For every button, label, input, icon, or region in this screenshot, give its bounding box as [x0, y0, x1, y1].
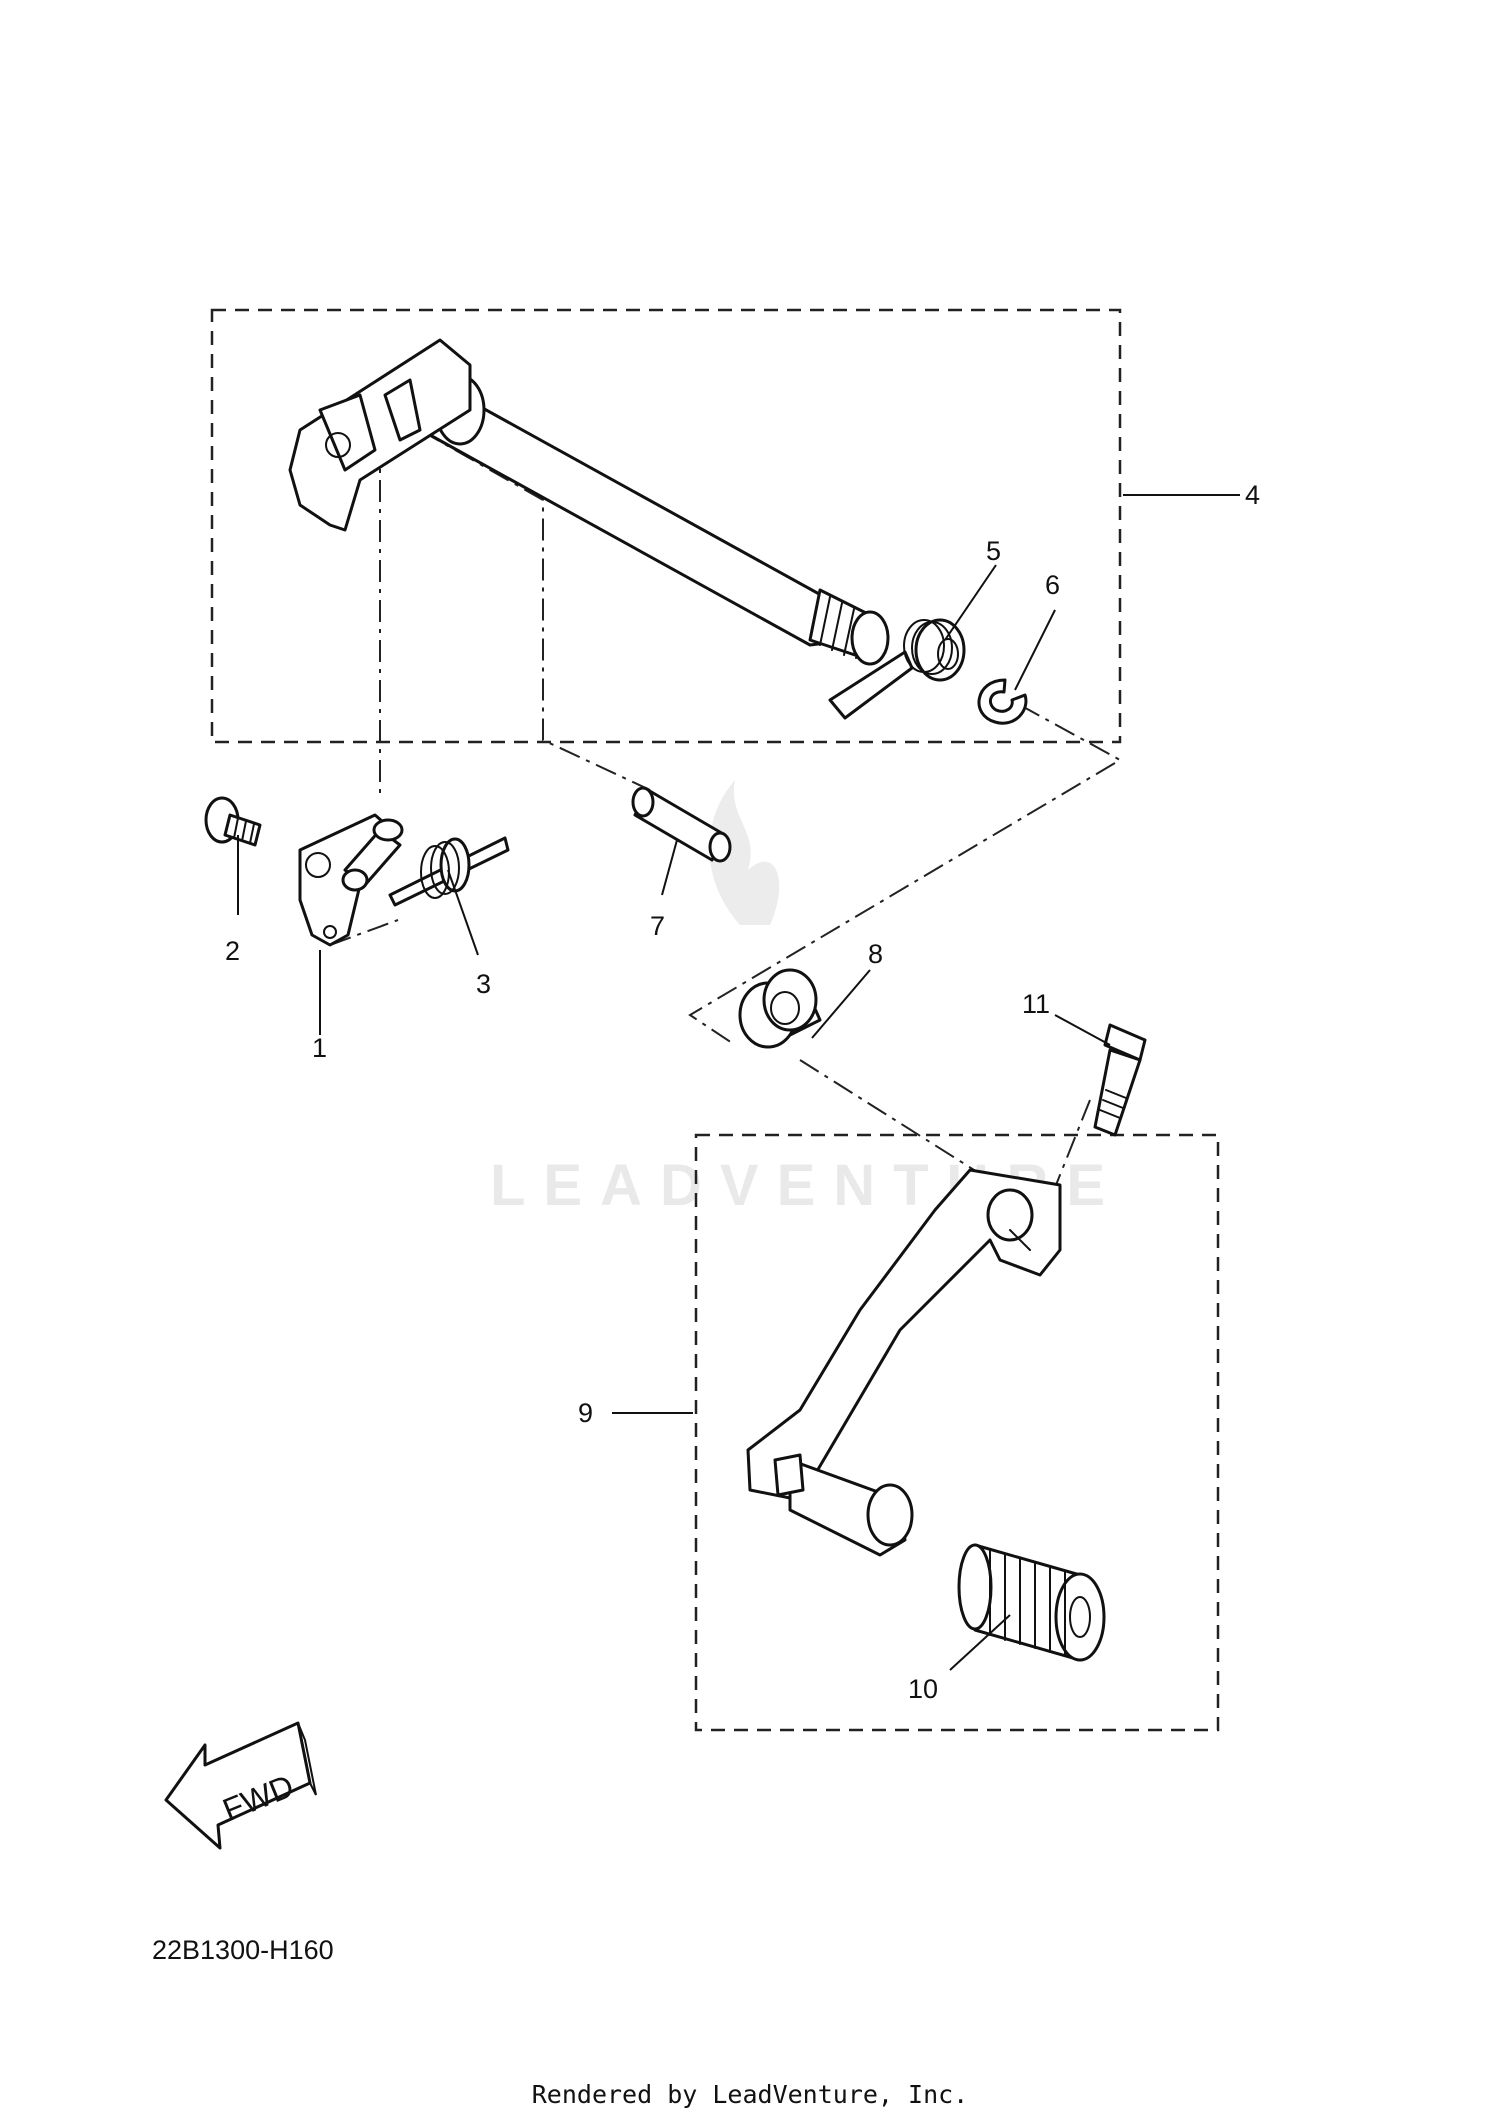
- leader-lines: [237, 494, 1240, 1671]
- part-7-dowel-pin: [631, 786, 732, 863]
- callout-1: 1: [312, 1033, 327, 1063]
- callout-10: 10: [908, 1674, 938, 1704]
- fwd-arrow-icon: [164, 1721, 312, 1850]
- callouts: 1 2 3 4 5 6 7 8 9 10 11: [225, 480, 1260, 1704]
- part-9-shift-pedal: [746, 1168, 1062, 1557]
- callout-4: 4: [1245, 480, 1260, 510]
- part-5-return-spring: [828, 618, 966, 720]
- callout-7: 7: [650, 911, 665, 941]
- part-4-shift-shaft: [288, 338, 890, 666]
- callout-6: 6: [1045, 570, 1060, 600]
- callout-11: 11: [1022, 989, 1050, 1019]
- rendered-by-credit: Rendered by LeadVenture, Inc.: [531, 2080, 969, 2109]
- part-2-bolt: [204, 796, 262, 847]
- assembly-box-9: [694, 1133, 1220, 1732]
- diagram-code: 22B1300-H160: [152, 1935, 334, 1965]
- part-1-shift-arm: [298, 813, 404, 947]
- callout-3: 3: [476, 969, 491, 999]
- callout-5: 5: [986, 536, 1001, 566]
- assembly-box-4: [210, 308, 1122, 744]
- callout-8: 8: [868, 939, 883, 969]
- part-10-pedal-rubber: [957, 1543, 1106, 1662]
- part-8-bearing: [738, 968, 822, 1049]
- watermark-flame-icon: [709, 780, 780, 925]
- callout-2: 2: [225, 936, 240, 966]
- part-6-circlip: [977, 678, 1028, 725]
- fwd-arrow: FWD: [164, 1721, 317, 1850]
- part-11-bolt: [1093, 1023, 1147, 1137]
- callout-9: 9: [578, 1398, 593, 1428]
